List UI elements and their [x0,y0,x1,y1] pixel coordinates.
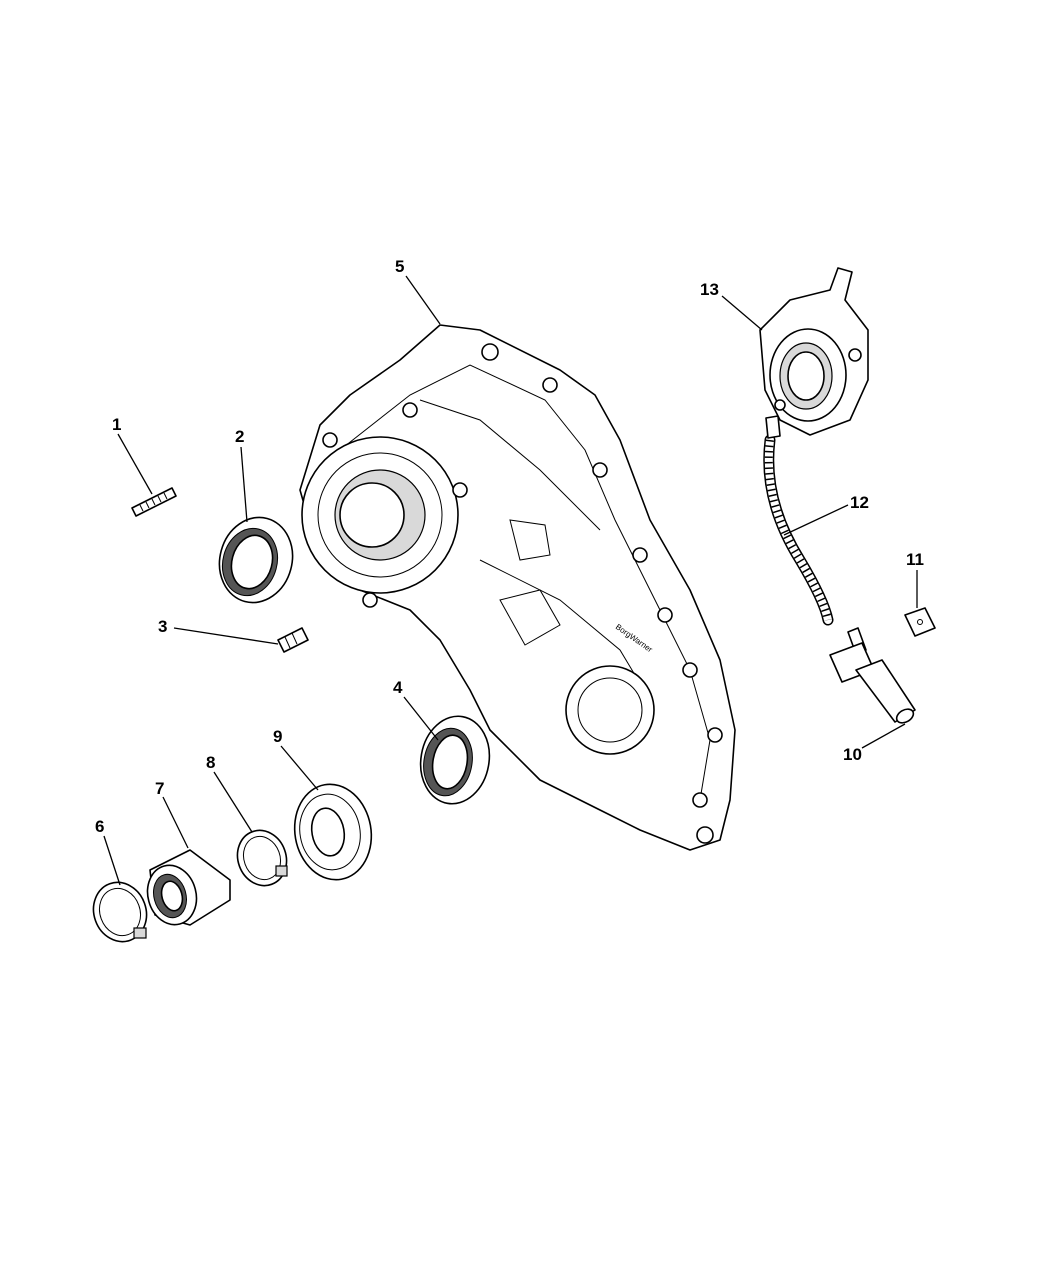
sensor-clip[interactable] [904,607,936,637]
leader-6 [103,835,121,886]
dust-deflector[interactable] [287,778,379,886]
callout-1: 1 [112,415,121,434]
boot-clamp-outer[interactable] [85,875,154,949]
leader-9 [280,745,319,791]
callout-6: 6 [95,817,104,836]
leader-lines [103,275,918,886]
transfer-case-housing[interactable]: BorgWarner [299,324,736,851]
callout-3: 3 [158,617,167,636]
speed-sensor[interactable] [829,627,916,726]
callout-10: 10 [843,745,862,764]
callout-labels: 1 2 3 4 5 6 7 8 9 10 11 12 13 [95,257,924,836]
leader-5 [405,275,441,325]
leader-13 [721,295,763,331]
leader-3 [173,627,279,645]
vent-fitting[interactable] [277,627,309,653]
leader-2 [240,446,248,523]
vent-hose[interactable] [763,415,834,626]
retainer-bracket[interactable] [759,267,869,436]
callout-8: 8 [206,753,215,772]
callout-5: 5 [395,257,404,276]
callout-13: 13 [700,280,719,299]
callout-7: 7 [155,779,164,798]
callout-9: 9 [273,727,282,746]
leader-4 [403,696,439,741]
boot-clamp-inner[interactable] [230,823,294,892]
callout-11: 11 [906,550,924,569]
leader-8 [213,771,253,833]
leader-10 [861,723,906,749]
seal-upper[interactable] [210,509,302,611]
leader-1 [117,433,153,495]
leader-12 [783,504,849,536]
callout-12: 12 [850,493,869,512]
callout-4: 4 [393,678,403,697]
seal-lower[interactable] [414,711,496,809]
boot[interactable] [141,849,231,930]
stud[interactable] [131,487,177,517]
leader-7 [162,796,189,849]
callout-2: 2 [235,427,244,446]
